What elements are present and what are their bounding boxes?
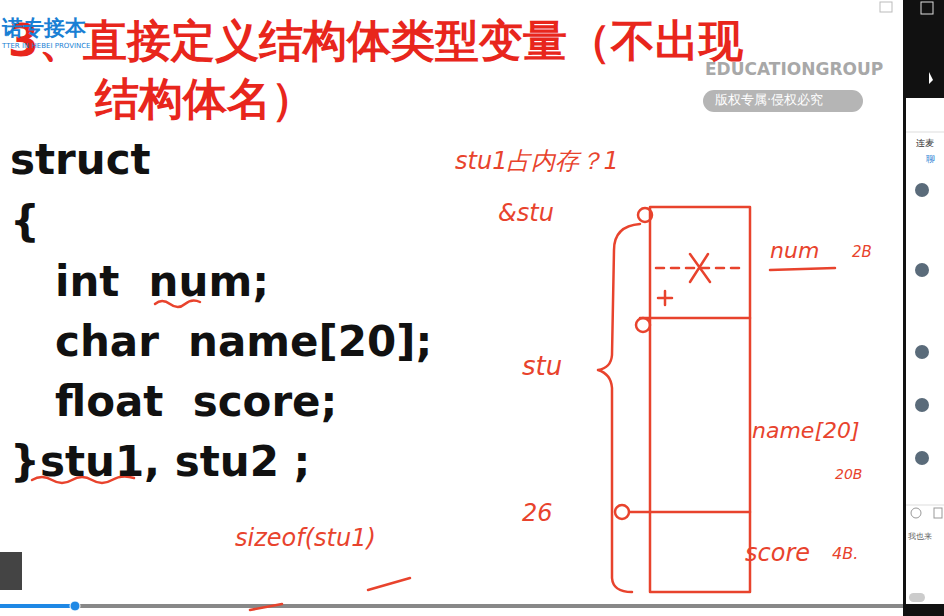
window-icon [921, 2, 933, 14]
slide-title: 3、直接定义结构体类型变量（不出现结构体名） [8, 12, 760, 128]
panel-divider [906, 132, 944, 133]
code-line: }stu1, stu2 ; [10, 438, 310, 486]
toggle [909, 593, 925, 602]
handwritten-note: stu1占内存？1 [455, 148, 619, 176]
progress-knob [70, 601, 80, 611]
code-line: int num; [55, 258, 269, 306]
size-note: 26 [522, 500, 553, 528]
logo-subtitle: TTER IN HEBEI PROVINCE [2, 42, 91, 50]
avatar [915, 451, 929, 465]
annotations [32, 207, 835, 610]
code-line: { [10, 198, 40, 246]
window-icon [880, 2, 892, 12]
size-note: 2B [852, 244, 872, 261]
memory-divider [630, 511, 750, 514]
size-note: 20B [835, 466, 862, 482]
address-circle [615, 505, 629, 519]
address-circle [636, 318, 650, 332]
progress-fill [0, 604, 75, 608]
handwritten-note: &stu [498, 200, 554, 228]
sidebar-text: 连麦 [916, 138, 934, 148]
memory-divider [640, 317, 750, 320]
sidebar-text: 我也来 [908, 532, 932, 541]
member-label: score [745, 540, 810, 568]
brace [598, 224, 640, 592]
avatar [915, 263, 929, 277]
avatar [915, 398, 929, 412]
underline [770, 268, 835, 270]
sidebar-tab: 聊 [926, 154, 935, 164]
memory-block [650, 207, 750, 592]
code-line: char name[20]; [55, 318, 432, 366]
watermark: EDUCATIONGROUP [705, 60, 883, 80]
variable-label: stu [522, 352, 562, 382]
member-label: num [770, 238, 819, 263]
address-circle [638, 208, 652, 222]
stroke-mark [250, 604, 282, 610]
avatar [915, 345, 929, 359]
stroke-mark [368, 578, 410, 590]
handwritten-note: sizeof(stu1) [235, 525, 376, 553]
emoji-icon [911, 508, 921, 518]
plus-mark [658, 291, 672, 305]
avatars [915, 183, 929, 465]
code-line: float score; [55, 378, 337, 426]
side-button [0, 552, 22, 590]
avatar [915, 183, 929, 197]
progress-track [0, 604, 903, 608]
member-label: name[20] [752, 418, 860, 443]
size-note: 4B. [832, 545, 858, 563]
mouse-cursor [929, 72, 933, 84]
watermark: 版权专属·侵权必究 [715, 93, 823, 108]
watermark-pill [703, 90, 863, 112]
panel-divider [906, 505, 944, 506]
cross-mark [690, 254, 710, 282]
sidebar-strip [903, 0, 944, 616]
code-line: struct [10, 136, 151, 184]
image-icon [934, 508, 942, 518]
chat-panel [906, 98, 944, 604]
logo: 诺专接本 [2, 16, 86, 40]
